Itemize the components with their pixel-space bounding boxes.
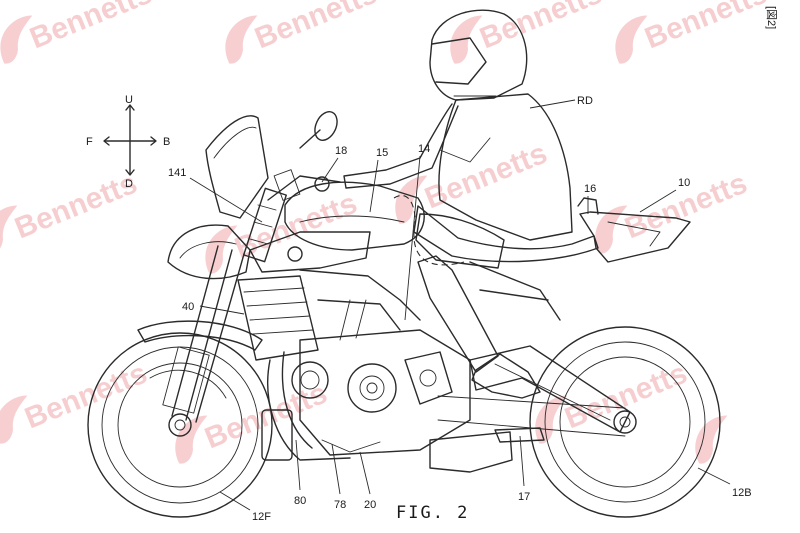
watermark-layer: Bennetts Bennetts Bennetts Bennetts Benn… (0, 0, 772, 464)
helmet-visor (431, 37, 487, 85)
watermark-text: Bennetts (475, 0, 606, 55)
watermark-logo-icon (225, 15, 258, 64)
seat (413, 205, 599, 263)
figure-corner-tag: [図2] (765, 6, 778, 29)
watermark-logo-icon (175, 415, 208, 464)
watermark-text: Bennetts (20, 357, 151, 436)
watermark-logo-icon (450, 15, 483, 64)
swing-arm (469, 345, 631, 433)
rider-arm (343, 103, 459, 189)
rider-boot (471, 353, 541, 399)
watermark-logo-icon (0, 395, 28, 444)
rider-thigh (415, 213, 505, 269)
fuel-tank (284, 181, 425, 251)
reference-labels: RD 18 15 14 16 10 141 40 80 78 20 17 12F… (168, 95, 752, 523)
main-frame (299, 269, 421, 331)
leader-lines (189, 99, 731, 511)
radiator (237, 275, 319, 361)
tank-shroud (249, 231, 371, 273)
hidden-outline (393, 195, 465, 266)
label-rd: RD (577, 95, 593, 107)
watermark-logo-icon (595, 205, 628, 254)
watermark-text: Bennetts (250, 0, 381, 55)
label-15: 15 (376, 147, 388, 159)
label-10: 10 (678, 177, 690, 189)
watermark-text: Bennetts (640, 0, 771, 55)
watermark-text: Bennetts (560, 357, 691, 436)
front-fender (137, 320, 263, 351)
arrow-up-icon (125, 104, 135, 111)
label-16: 16 (584, 183, 596, 195)
compass-front-label: F (86, 136, 93, 148)
rider-shin (417, 255, 499, 373)
watermark-logo-icon (395, 175, 428, 224)
windscreen (205, 115, 269, 219)
label-78: 78 (334, 499, 346, 511)
label-17: 17 (518, 491, 530, 503)
compass-back-label: B (163, 136, 170, 148)
arrow-back-icon (150, 136, 157, 146)
rear-tail (579, 211, 691, 263)
direction-compass: U D F B (86, 94, 170, 190)
engine (291, 299, 471, 456)
motorcycle (87, 111, 721, 518)
front-fork (162, 245, 245, 423)
label-18: 18 (335, 145, 347, 157)
helmet (429, 9, 528, 101)
compass-up-label: U (125, 94, 133, 106)
watermark-text: Bennetts (10, 167, 141, 246)
arrow-down-icon (125, 169, 135, 176)
watermark-logo-icon (0, 205, 18, 254)
rear-wheel (529, 326, 721, 518)
label-80: 80 (294, 495, 306, 507)
label-12f: 12F (252, 511, 271, 523)
compass-down-label: D (125, 178, 133, 190)
watermark-logo-icon (695, 415, 728, 464)
watermark-logo-icon (535, 395, 568, 444)
lower-cowl (429, 431, 513, 473)
figure-caption: FIG. 2 (396, 503, 469, 523)
rear-subframe (469, 261, 561, 321)
watermark-logo-icon (0, 15, 33, 64)
arrow-front-icon (103, 136, 110, 146)
footpeg (494, 427, 545, 443)
watermark-text: Bennetts (25, 0, 156, 55)
label-14: 14 (418, 143, 430, 155)
label-20: 20 (364, 499, 376, 511)
label-141: 141 (168, 167, 186, 179)
mirror (299, 111, 338, 149)
label-12b: 12B (732, 487, 752, 499)
rider (343, 9, 573, 399)
watermark-logo-icon (615, 15, 648, 64)
label-40: 40 (182, 301, 194, 313)
